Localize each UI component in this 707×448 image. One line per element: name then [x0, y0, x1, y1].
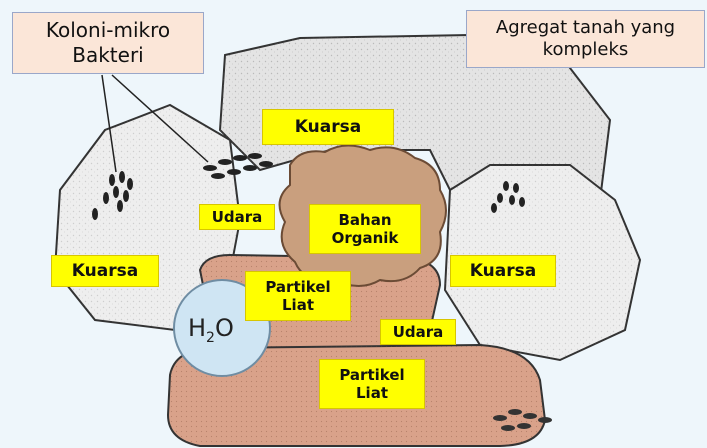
label-kuarsa-right: Kuarsa — [451, 256, 555, 286]
label-bahan-organik: Bahan Organik — [310, 205, 420, 253]
water-label-h: H — [188, 314, 206, 342]
callout-line: kompleks — [543, 39, 629, 62]
label-kuarsa-left: Kuarsa — [52, 256, 158, 286]
label-kuarsa-top: Kuarsa — [263, 110, 393, 144]
label-udara-left: Udara — [200, 205, 274, 229]
label-text: Liat — [282, 296, 314, 314]
label-text: Udara — [212, 208, 263, 226]
water-label: H2O — [188, 314, 234, 346]
bacteria-colony-callout: Koloni-mikro Bakteri — [12, 12, 204, 74]
label-text: Kuarsa — [72, 261, 138, 281]
label-text: Organik — [332, 229, 399, 247]
label-text: Partikel — [339, 366, 404, 384]
aggregate-callout: Agregat tanah yang kompleks — [466, 10, 705, 68]
label-partikel-liat-lower: Partikel Liat — [320, 360, 424, 408]
water-label-subscript: 2 — [206, 330, 215, 346]
label-text: Liat — [356, 384, 388, 402]
label-text: Partikel — [265, 278, 330, 296]
water-label-o: O — [215, 314, 234, 342]
label-text: Udara — [393, 323, 444, 341]
label-partikel-liat-upper: Partikel Liat — [246, 272, 350, 320]
label-udara-right: Udara — [381, 320, 455, 344]
callout-line: Koloni-mikro — [46, 18, 170, 43]
label-text: Kuarsa — [295, 117, 361, 137]
label-text: Kuarsa — [470, 261, 536, 281]
callout-line: Bakteri — [72, 43, 143, 68]
callout-line: Agregat tanah yang — [496, 17, 675, 40]
label-text: Bahan — [338, 211, 391, 229]
